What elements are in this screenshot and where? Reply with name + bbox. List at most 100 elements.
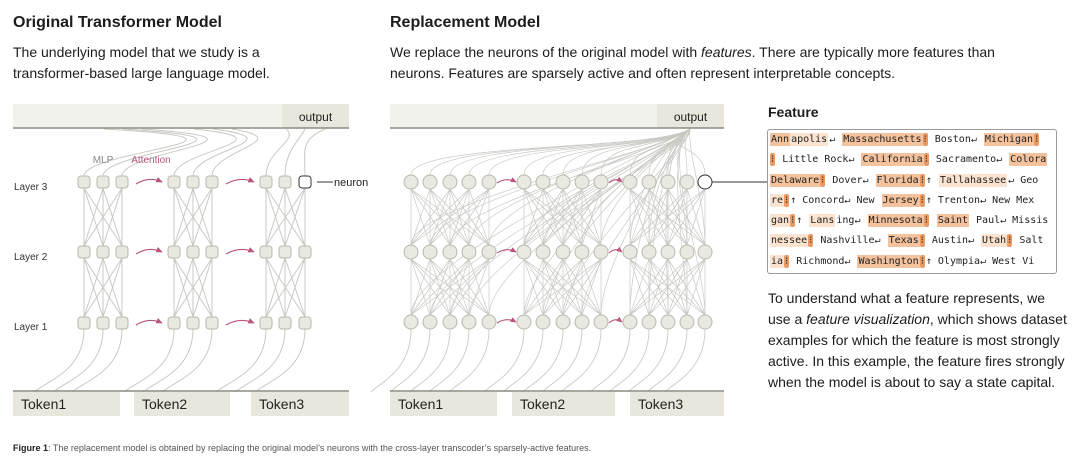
right-description: We replace the neurons of the original m… — [390, 44, 995, 81]
left-token-box — [13, 392, 120, 416]
feature-unit — [660, 174, 676, 190]
right-title: Replacement Model — [390, 14, 541, 31]
attention-arrow — [608, 316, 623, 324]
layer-2-label: Layer 2 — [14, 252, 48, 263]
feature-example-row: ia⁝ Richmond↵ Washington⁝↑ Olympia↵ West… — [770, 254, 1035, 268]
feature-unit — [697, 244, 713, 260]
attention-arrow — [225, 318, 255, 326]
attention-arrow — [496, 247, 517, 254]
feature-unit — [574, 244, 590, 260]
attention-arrow — [135, 317, 163, 326]
feature-example-row: nessee⁝ Nashville↵ Texas⁝ Austin↵ Utah⁝ … — [770, 234, 1044, 248]
feature-unit — [403, 174, 419, 190]
feature-unit — [481, 314, 497, 330]
feature-unit — [516, 244, 532, 260]
mlp-node — [278, 175, 292, 189]
feature-unit — [422, 174, 438, 190]
mlp-node — [167, 245, 181, 259]
mlp-node — [278, 316, 292, 330]
feature-unit — [481, 244, 497, 260]
mlp-node — [205, 245, 219, 259]
feature-unit — [516, 174, 532, 190]
mlp-node — [96, 316, 110, 330]
feature-unit — [555, 244, 571, 260]
feature-unit — [422, 244, 438, 260]
feature-unit — [622, 174, 638, 190]
mlp-node — [186, 245, 200, 259]
mlp-node — [298, 316, 312, 330]
mlp-node — [205, 175, 219, 189]
feature-unit — [442, 314, 458, 330]
feature-unit — [593, 244, 609, 260]
left-token-label: Token3 — [259, 396, 304, 412]
feature-unit — [622, 314, 638, 330]
figure-caption: Figure 1: The replacement model is obtai… — [13, 443, 592, 453]
right-token-box — [390, 392, 497, 416]
mlp-node — [115, 245, 129, 259]
feature-unit — [403, 314, 419, 330]
right-output-box — [657, 104, 724, 128]
feature-unit — [535, 174, 551, 190]
feature-unit — [697, 314, 713, 330]
feature-unit — [461, 174, 477, 190]
attention-arrow — [135, 176, 163, 185]
left-output-label: output — [299, 110, 333, 124]
right-token-label: Token2 — [520, 396, 565, 412]
neuron-label: neuron — [334, 177, 368, 189]
mlp-node — [77, 316, 91, 330]
feature-explanation: To understand what a feature represents,… — [768, 290, 1067, 390]
attention-arrow — [608, 246, 623, 254]
attention-arrow — [225, 247, 255, 255]
feature-unit — [461, 244, 477, 260]
feature-unit — [641, 174, 657, 190]
feature-title: Feature — [768, 104, 819, 120]
right-output-label: output — [674, 110, 708, 124]
feature-unit — [535, 314, 551, 330]
mlp-node — [115, 316, 129, 330]
feature-unit — [555, 174, 571, 190]
left-token-box — [134, 392, 230, 416]
feature-example-row: re⁝↑ Concord↵ New Jersey⁝↑ Trenton↵ New … — [770, 193, 1035, 207]
feature-unit — [593, 314, 609, 330]
left-output-box — [282, 104, 349, 128]
right-token-label: Token3 — [638, 396, 683, 412]
feature-unit — [555, 314, 571, 330]
right-token-label: Token1 — [398, 396, 443, 412]
mlp-node — [278, 245, 292, 259]
mlp-node — [186, 316, 200, 330]
feature-unit — [574, 314, 590, 330]
mlp-node — [96, 245, 110, 259]
feature-unit — [679, 174, 695, 190]
mlp-node — [77, 245, 91, 259]
mlp-node — [259, 245, 273, 259]
mlp-node — [167, 175, 181, 189]
attention-arrow — [225, 177, 255, 185]
mlp-node — [259, 175, 273, 189]
attention-label: Attention — [131, 155, 170, 166]
attention-arrow — [496, 177, 517, 184]
feature-example-row: Delaware⁝ Dover↵ Florida⁝↑ Tallahassee↵ … — [770, 173, 1039, 187]
left-token-box — [251, 392, 349, 416]
feature-example-row: ⁝ Little Rock↵ California⁝ Sacramento↵ C… — [770, 153, 1048, 167]
mlp-node — [77, 175, 91, 189]
mlp-node — [298, 245, 312, 259]
feature-unit — [622, 244, 638, 260]
mlp-node — [259, 316, 273, 330]
mlp-node — [205, 316, 219, 330]
feature-unit — [442, 174, 458, 190]
left-token-label: Token2 — [142, 396, 187, 412]
feature-unit — [679, 314, 695, 330]
attention-arrow — [608, 176, 623, 184]
layer-1-label: Layer 1 — [14, 322, 48, 333]
mlp-node — [167, 316, 181, 330]
feature-unit — [660, 314, 676, 330]
mlp-label: MLP — [93, 155, 114, 166]
right-token-box — [630, 392, 724, 416]
mlp-node — [186, 175, 200, 189]
layer-3-label: Layer 3 — [14, 182, 48, 193]
attention-arrow — [496, 317, 517, 324]
